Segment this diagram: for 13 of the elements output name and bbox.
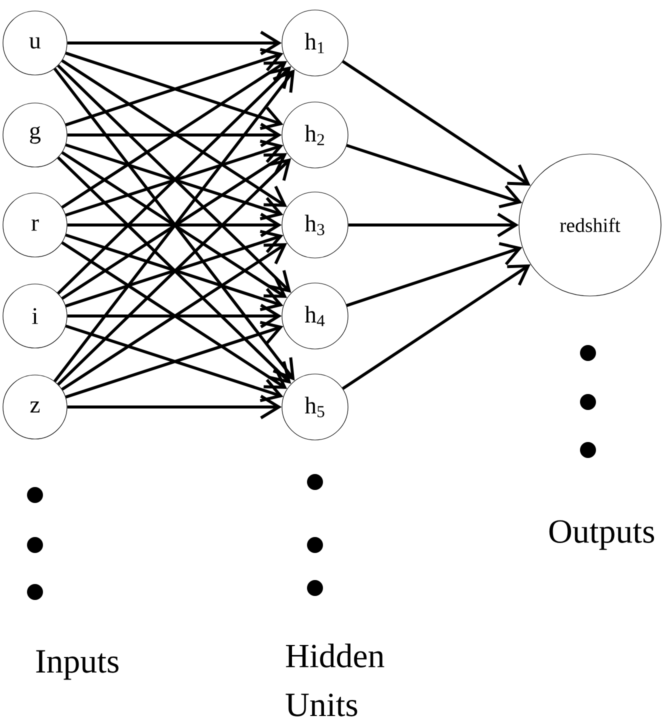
layer-label: Hidden Units — [286, 644, 384, 716]
arrow — [348, 212, 519, 238]
layer-label: Outputs — [549, 520, 654, 550]
arrow — [67, 394, 282, 420]
arrow — [67, 304, 282, 328]
arrow — [67, 30, 282, 56]
arrow — [346, 144, 522, 208]
arrow — [67, 212, 282, 238]
arrow — [346, 242, 522, 307]
arrow — [342, 264, 531, 390]
arrow — [342, 60, 531, 186]
layer-label: Inputs — [36, 650, 118, 680]
arrow — [67, 122, 282, 148]
